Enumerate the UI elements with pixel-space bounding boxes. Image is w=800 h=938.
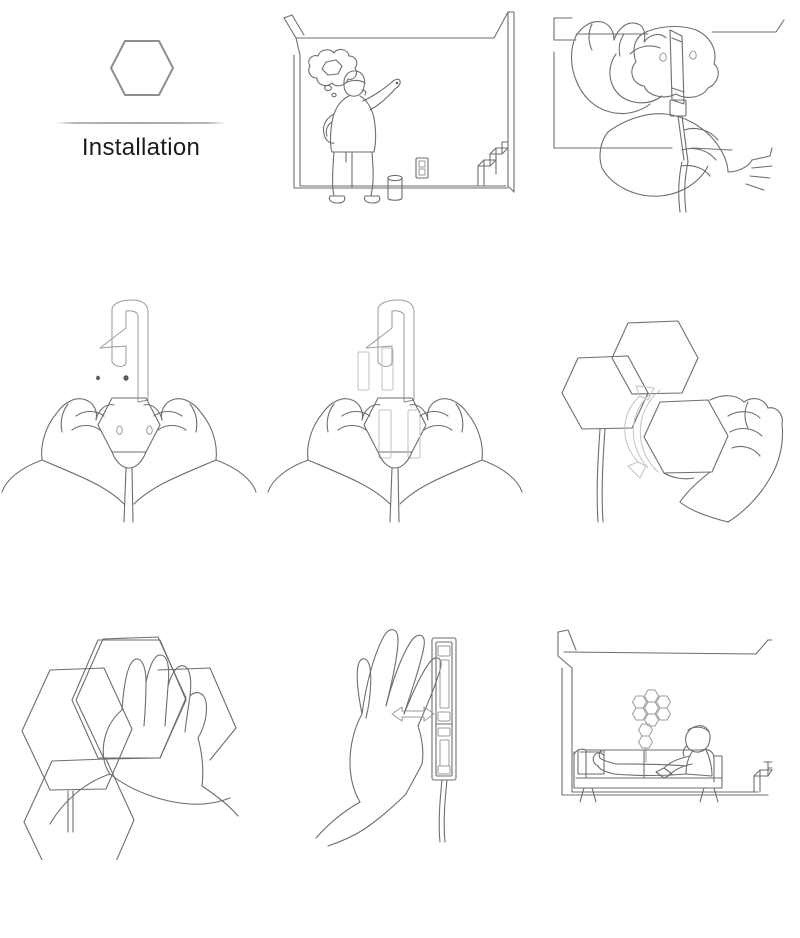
hand-touching-cluster-illustration — [0, 610, 266, 860]
hand-rotating-hexagon-illustration — [532, 290, 800, 535]
step-card-dont-press: Don't Press too stronge — [266, 610, 532, 938]
step-card-glue: Glue — [266, 290, 532, 610]
room-with-person-illustration — [266, 0, 532, 215]
step-card-connect-wires: Connect main lamp wires — [532, 0, 800, 290]
step-card-rotating: Rotating to connect — [532, 290, 800, 610]
page-title: Installation — [81, 134, 201, 161]
step-card-touch-area: More touch areaMore easy to turn on/off — [0, 610, 266, 938]
hands-connecting-wires-illustration — [532, 0, 800, 225]
hands-glue-panel-illustration — [266, 290, 532, 535]
hand-and-panel-side-view-illustration — [266, 610, 532, 860]
hexagon-outline-icon — [108, 36, 176, 105]
step-card-title: Installation — [0, 0, 266, 290]
hands-hanging-panel-illustration — [0, 290, 266, 535]
title-divider — [55, 122, 227, 124]
step-card-choose-place: Choose placeHad better close wall switch — [266, 0, 532, 290]
step-card-hanging: Hanging it to thewallbackside has small … — [0, 290, 266, 610]
step-card-any-shape: Connect any shape you like — [532, 610, 800, 938]
living-room-illustration — [532, 610, 800, 860]
